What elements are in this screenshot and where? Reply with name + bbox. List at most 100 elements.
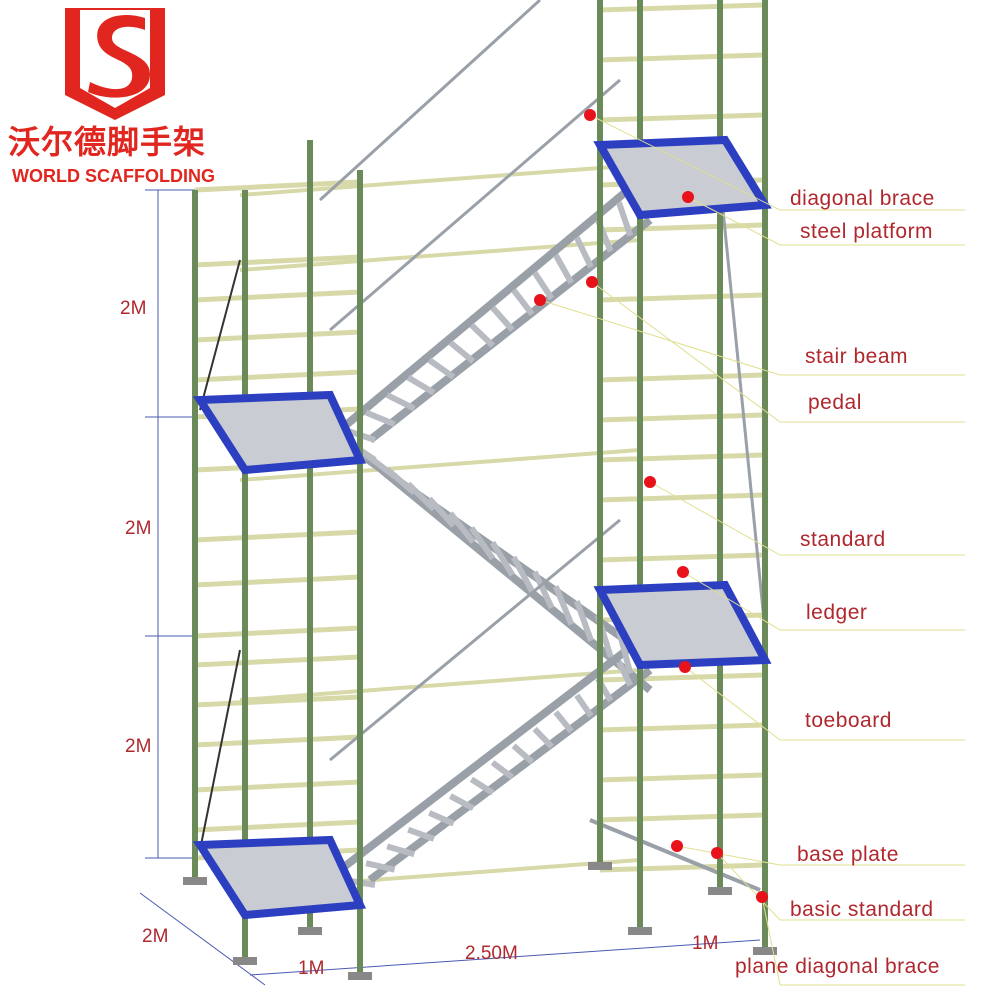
label-steel-platform: steel platform xyxy=(800,220,934,243)
label-basic-standard: basic standard xyxy=(790,898,934,921)
ledger xyxy=(599,452,766,463)
label-base-plate: base plate xyxy=(797,843,899,866)
ledger xyxy=(599,292,766,303)
pedal xyxy=(490,305,515,332)
pedal xyxy=(406,481,437,512)
pedal xyxy=(490,760,515,780)
base-plate xyxy=(588,862,612,870)
pedal xyxy=(469,322,495,348)
pedal xyxy=(553,710,574,734)
pedal xyxy=(531,570,555,610)
leader-line xyxy=(761,896,781,986)
ledger xyxy=(599,492,766,503)
pedal xyxy=(427,496,456,528)
dimension-height-3: 2M xyxy=(125,736,152,757)
steel-platform xyxy=(192,835,367,920)
dimension-bottom-2: 2.50M xyxy=(465,943,518,964)
ledger xyxy=(194,574,361,588)
label-toeboard: toeboard xyxy=(805,709,892,732)
ledger xyxy=(599,862,766,873)
pedal xyxy=(511,288,535,317)
dimension-line xyxy=(249,939,761,976)
pedal xyxy=(469,776,495,796)
pedal xyxy=(532,270,555,301)
dimension-height-2: 2M xyxy=(125,518,152,539)
ledger xyxy=(194,329,361,343)
pedal xyxy=(616,201,634,237)
red-marker-dot xyxy=(671,840,683,852)
plane-diagonal-brace xyxy=(589,818,761,892)
steel-platform xyxy=(593,580,772,670)
leader-line xyxy=(716,852,781,921)
leader-line xyxy=(682,571,781,631)
ledger xyxy=(194,819,361,833)
pedal xyxy=(553,253,575,285)
ledger xyxy=(194,254,361,268)
pedal xyxy=(616,660,634,687)
ledger xyxy=(194,529,361,543)
pedal xyxy=(489,540,516,577)
stair-beam xyxy=(337,636,643,874)
label-stair-beam: stair beam xyxy=(805,345,909,368)
logo-shield-icon xyxy=(65,8,165,120)
base-plate xyxy=(348,972,372,980)
ledger xyxy=(194,734,361,748)
pedal xyxy=(510,555,535,593)
ledger xyxy=(239,448,641,482)
pedal xyxy=(574,236,594,269)
leader-line xyxy=(589,114,781,211)
red-marker-dot xyxy=(644,476,656,488)
pedal xyxy=(468,526,496,561)
red-marker-dot xyxy=(586,276,598,288)
red-marker-dot xyxy=(679,661,691,673)
ledger xyxy=(194,625,361,639)
diagonal-brace xyxy=(199,259,241,411)
ledger xyxy=(239,668,641,702)
label-plane-diagonal-brace: plane diagonal brace xyxy=(735,955,940,978)
red-marker-dot xyxy=(682,191,694,203)
leader-line xyxy=(684,666,781,741)
label-ledger: ledger xyxy=(806,601,868,624)
ledger xyxy=(599,552,766,563)
pedal xyxy=(386,843,416,858)
ledger xyxy=(599,2,766,13)
ledger xyxy=(194,289,361,303)
logo-english-text: WORLD SCAFFOLDING xyxy=(12,166,215,186)
ledger xyxy=(194,654,361,668)
pedal xyxy=(385,392,416,412)
ledger xyxy=(194,694,361,708)
leader-line xyxy=(687,196,781,246)
leader-line xyxy=(649,481,781,556)
pedal xyxy=(532,726,554,749)
pedal xyxy=(448,793,475,811)
ledger xyxy=(599,772,766,783)
ledger xyxy=(194,779,361,793)
base-plate xyxy=(233,957,257,965)
pedal xyxy=(365,860,396,873)
label-standard: standard xyxy=(800,528,886,551)
dimension-line xyxy=(139,892,266,986)
pedal xyxy=(364,409,396,428)
ledger xyxy=(599,372,766,383)
ledger xyxy=(599,412,766,423)
red-marker-dot xyxy=(756,891,768,903)
leader-line xyxy=(539,299,781,376)
label-diagonal-brace: diagonal brace xyxy=(790,187,935,210)
dimension-depth: 2M xyxy=(142,926,169,947)
logo-chinese-text: 沃尔德脚手架 xyxy=(8,123,207,161)
red-marker-dot xyxy=(534,294,546,306)
dimension-bottom-3: 1M xyxy=(692,933,719,954)
pedal xyxy=(448,340,476,364)
pedal xyxy=(574,693,594,718)
ledger xyxy=(194,179,361,193)
diagonal-brace xyxy=(329,78,621,332)
diagonal-brace xyxy=(318,0,542,202)
base-plate xyxy=(753,947,777,955)
leader-line xyxy=(591,281,781,423)
ledger xyxy=(599,722,766,733)
ledger xyxy=(239,238,641,272)
diagonal-brace xyxy=(199,649,241,851)
ledger xyxy=(599,812,766,823)
pedal xyxy=(552,585,575,626)
